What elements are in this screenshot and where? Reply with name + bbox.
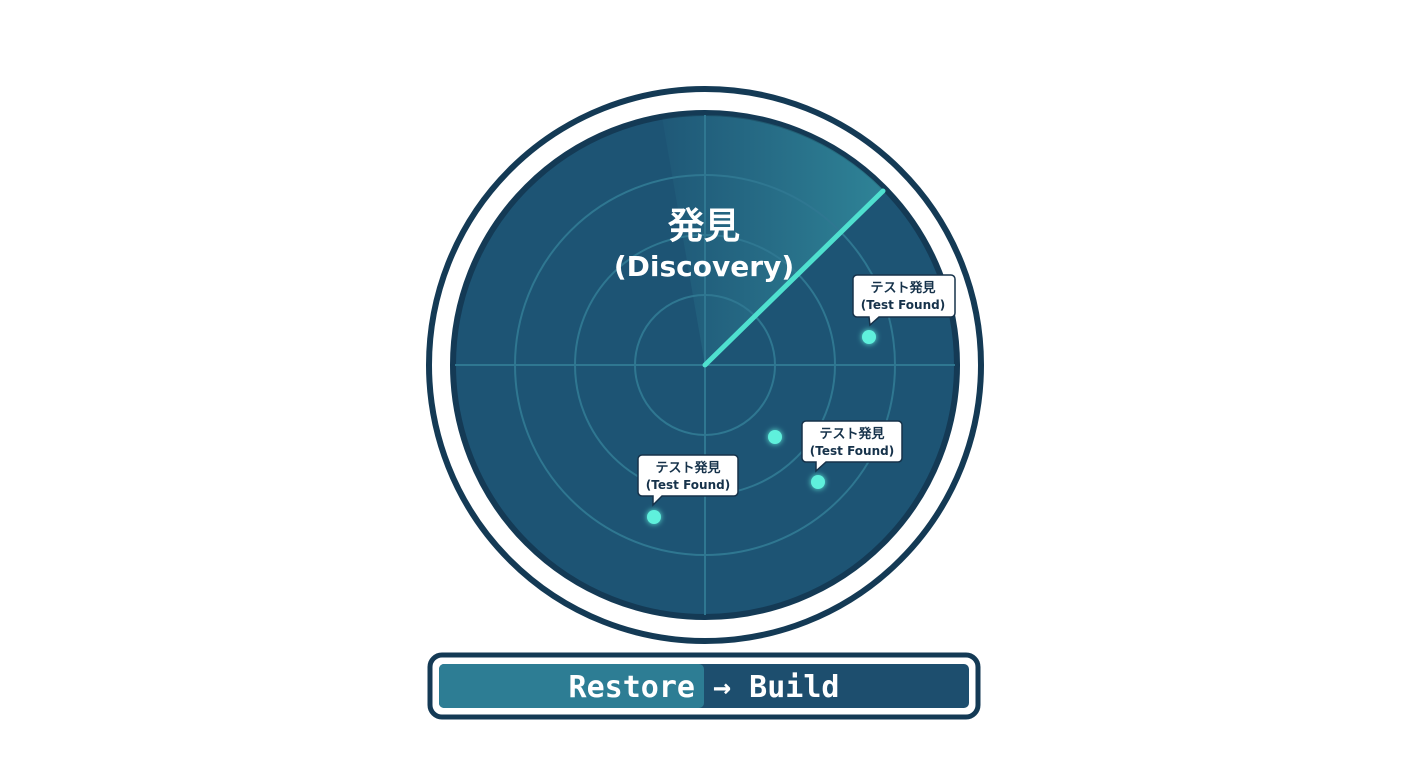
callout-lower-right-label-en: (Test Found) [810,444,894,458]
blip-lower-right [811,475,825,489]
callout-top-right-label-ja: テスト発見 [870,280,935,296]
callout-top-right-label-en: (Test Found) [861,298,945,312]
blip-top-right [862,330,876,344]
callout-lower-right: テスト発見 (Test Found) [801,420,903,473]
progress-bar-fill [439,664,704,708]
blip-lower-left [647,510,661,524]
callout-top-right: テスト発見 (Test Found) [852,274,956,327]
callout-lower-left: テスト発見 (Test Found) [637,454,739,507]
progress-bar: Restore → Build [427,652,981,720]
callout-lower-right-label-ja: テスト発見 [819,426,884,442]
radar-title-en: (Discovery) [614,250,794,283]
callout-lower-left-label-ja: テスト発見 [655,460,720,476]
radar-title-ja: 発見 [668,206,740,247]
blip-center-unlabeled [768,430,782,444]
callout-lower-left-label-en: (Test Found) [646,478,730,492]
radar-sweep-wedge [660,115,900,365]
progress-bar-label: Restore → Build [569,670,840,705]
radar-sweep-arm [702,188,886,368]
